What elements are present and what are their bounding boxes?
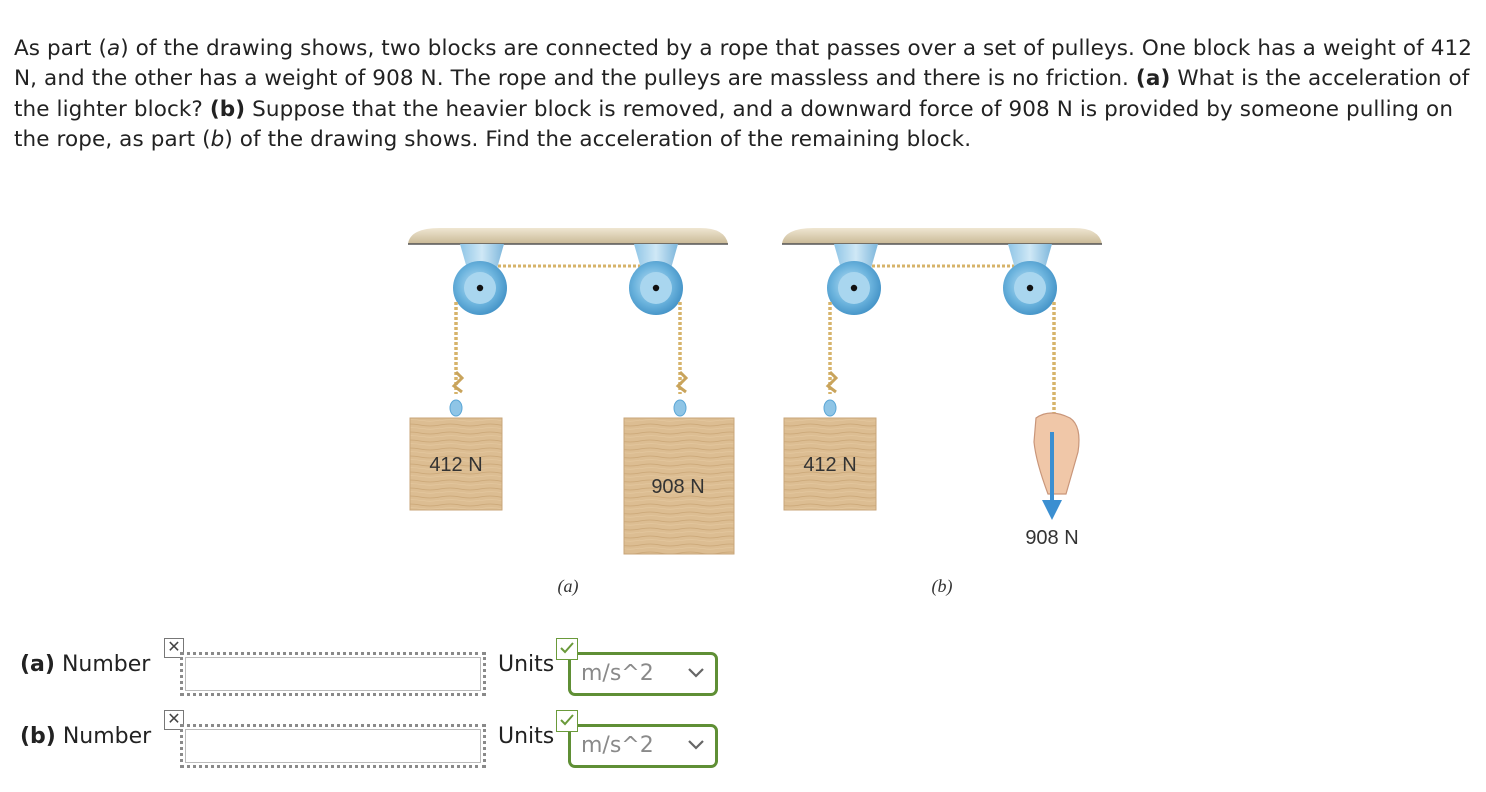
units-label-a: Units [498, 652, 555, 677]
units-label-b: Units [498, 724, 555, 749]
caption-a: (a) [558, 576, 579, 597]
number-input-b[interactable] [180, 724, 486, 768]
units-select-a[interactable]: m/s^2 [568, 652, 718, 696]
block-412-b-label: 412 N [803, 454, 856, 476]
number-label-b: (b) Number [20, 724, 152, 749]
pulley-icon [629, 244, 683, 315]
incorrect-x-icon: ✕ [164, 638, 184, 658]
block-412-a [409, 417, 503, 511]
correct-check-icon [556, 710, 578, 732]
part-b-diagram: 412 N 908 N (b) [782, 228, 1102, 597]
chevron-down-icon [688, 740, 704, 750]
pulley-figure: 412 N 908 N (a) [400, 222, 1120, 602]
part-a-label: (a) [1135, 66, 1171, 92]
block-908-a-label: 908 N [651, 476, 704, 498]
block-412-b [783, 417, 877, 511]
ceiling-b [782, 228, 1102, 244]
problem-statement: As part (a) of the drawing shows, two bl… [14, 36, 1473, 152]
part-b-label: (b) [209, 96, 246, 122]
number-label-a: (a) Number [20, 652, 151, 677]
caption-b: (b) [932, 576, 953, 597]
part-b-ref: b [210, 126, 225, 152]
pulley-icon [827, 244, 881, 315]
number-input-a[interactable] [180, 652, 486, 696]
force-label: 908 N [1025, 527, 1078, 549]
part-a-ref: a [106, 36, 121, 61]
incorrect-x-icon: ✕ [164, 710, 184, 730]
pulley-icon [1003, 244, 1057, 315]
part-a-diagram: 412 N 908 N (a) [408, 228, 735, 597]
block-412-a-label: 412 N [429, 454, 482, 476]
chevron-down-icon [688, 668, 704, 678]
correct-check-icon [556, 638, 578, 660]
units-select-b[interactable]: m/s^2 [568, 724, 718, 768]
block-908-a [623, 417, 735, 555]
ceiling-a [408, 228, 728, 244]
hand-icon [1033, 412, 1080, 495]
pulley-icon [453, 244, 507, 315]
